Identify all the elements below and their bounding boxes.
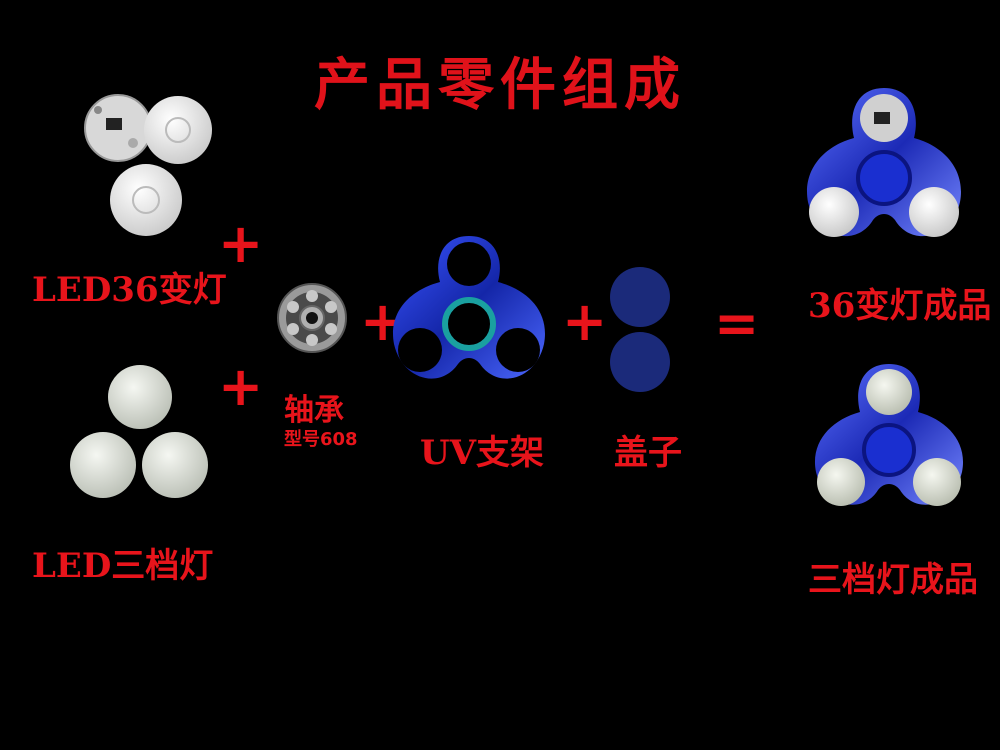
- plus-sign: +: [562, 290, 608, 353]
- led36-modules-image: [84, 94, 212, 236]
- uv-frame-label: UV支架: [420, 433, 545, 473]
- plus-sign: +: [218, 355, 264, 418]
- uv-frame-image: [393, 236, 545, 379]
- product3-label: 三档灯成品: [808, 560, 978, 600]
- product36-spinner-image: [807, 88, 961, 237]
- product3-spinner-image: [814, 364, 964, 506]
- caps-image: [610, 267, 670, 392]
- plus-sign: +: [218, 212, 264, 275]
- led36-label: LED36变灯: [32, 270, 227, 310]
- led3-label: LED三档灯: [32, 546, 214, 586]
- bearing-image: [277, 283, 347, 353]
- bearing-model-label: 型号608: [284, 429, 358, 450]
- page-title: 产品零件组成: [314, 52, 686, 118]
- led3-modules-image: [70, 365, 208, 498]
- equals-sign: =: [714, 292, 760, 355]
- bearing-label: 轴承: [284, 393, 344, 428]
- cap-label: 盖子: [614, 433, 682, 473]
- product36-label: 36变灯成品: [808, 286, 992, 326]
